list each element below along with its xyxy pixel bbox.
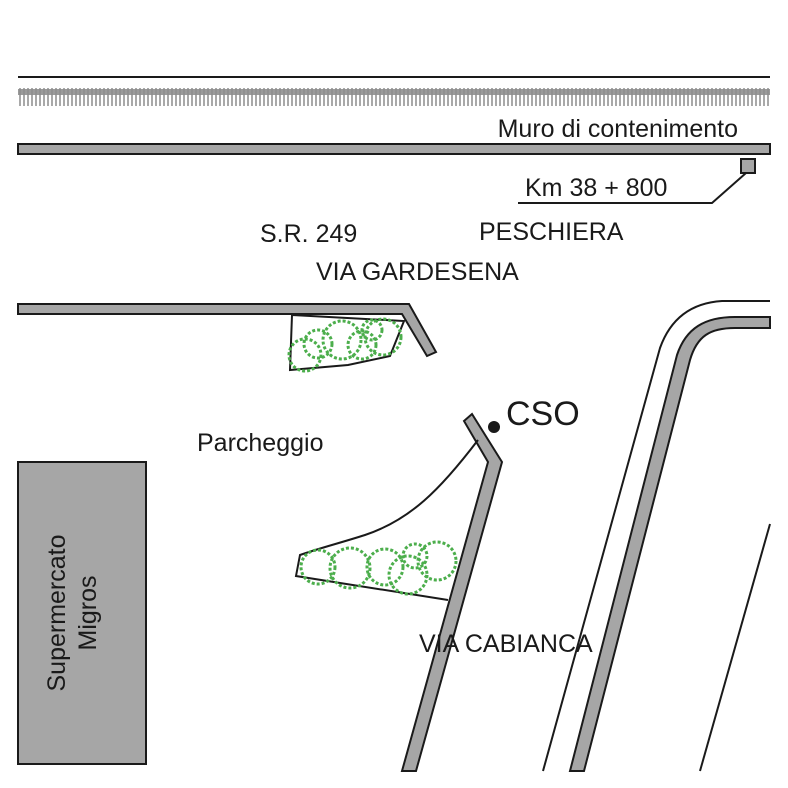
cso-marker xyxy=(488,421,500,433)
lower-vegetation xyxy=(299,540,458,596)
right-road-edge-inner xyxy=(699,523,771,772)
cso-label: CSO xyxy=(506,395,580,433)
retaining-wall-hatch xyxy=(18,88,770,106)
right-curb xyxy=(568,316,771,772)
main-street-label: VIA GARDESENA xyxy=(316,258,519,286)
km-leader-line xyxy=(518,172,747,204)
side-street-label: VIA CABIANCA xyxy=(419,630,593,658)
upper-left-curb xyxy=(17,303,438,358)
supermarket-name: Supermercato xyxy=(43,534,71,691)
town-label: PESCHIERA xyxy=(479,218,624,246)
supermarket-building xyxy=(17,461,147,765)
km-marker-box xyxy=(740,158,756,174)
wall-label: Muro di contenimento xyxy=(498,115,738,143)
road-code-label: S.R. 249 xyxy=(260,220,357,248)
parking-label: Parcheggio xyxy=(197,429,323,457)
km-marker-label: Km 38 + 800 xyxy=(525,174,667,202)
central-curb xyxy=(400,412,504,772)
upper-vegetation xyxy=(287,317,403,373)
retaining-wall-bar xyxy=(17,143,771,155)
right-road-edge-outer xyxy=(542,300,770,772)
supermarket-brand: Migros xyxy=(74,575,102,650)
